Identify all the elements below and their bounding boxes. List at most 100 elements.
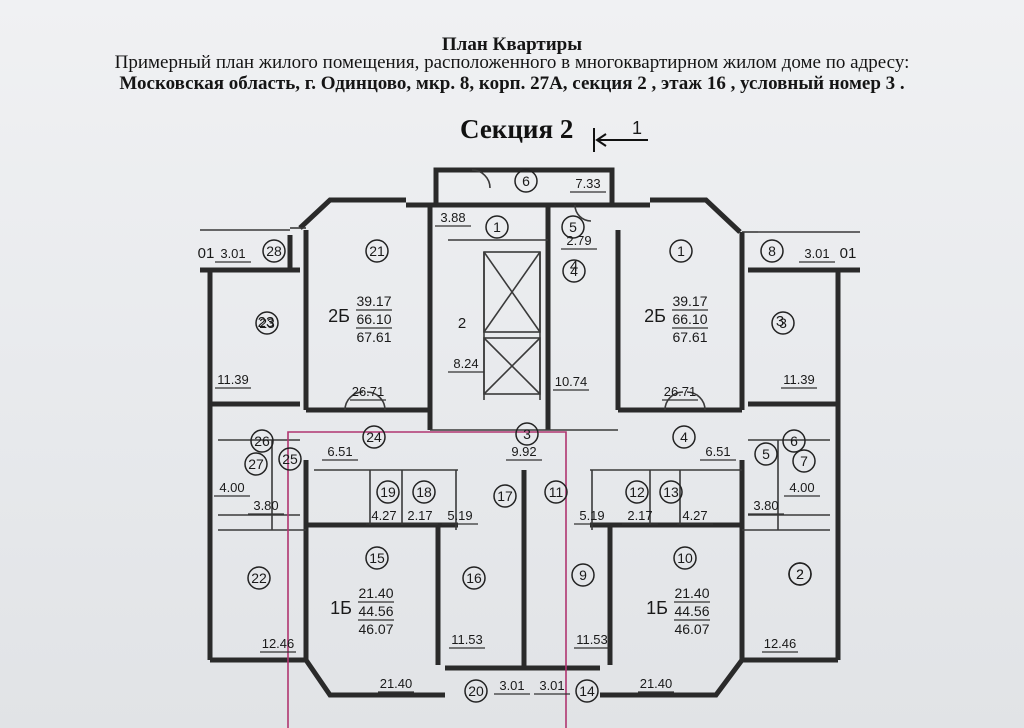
room-number: 19 — [380, 484, 396, 500]
area-label: 21.40 — [640, 676, 673, 691]
area-label: 3.88 — [440, 210, 465, 225]
document-title: План Квартиры — [441, 34, 583, 55]
room-number: 6 — [790, 433, 798, 449]
area-label: 6.51 — [705, 444, 730, 459]
area-label: 5.19 — [579, 508, 604, 523]
room-number-circle: 8 — [760, 239, 784, 263]
area-label: 11.39 — [217, 372, 249, 387]
section-label: Секция 2 — [460, 114, 574, 144]
apartment-type: 1Б — [646, 598, 668, 618]
room-number: 25 — [282, 451, 298, 467]
room-number-circle: 20 — [464, 679, 488, 703]
room-number: 14 — [579, 683, 595, 699]
room-number: 7 — [800, 453, 808, 469]
room-number: 9 — [579, 567, 587, 583]
wall-lines — [200, 167, 860, 698]
room-number: 6 — [522, 173, 530, 189]
room-number-circle: 6 — [514, 169, 538, 193]
room-number: 24 — [366, 429, 382, 445]
room-number-circle: 5 — [754, 442, 778, 466]
area-label: 2.17 — [407, 508, 432, 523]
room-number: 16 — [466, 570, 482, 586]
area-label: 6.51 — [327, 444, 352, 459]
apartment-area: 44.56 — [358, 603, 393, 619]
room-number-circle: 13 — [659, 480, 683, 504]
apartment-type: 1Б — [330, 598, 352, 618]
room-number-circle: 22 — [247, 566, 271, 590]
room-number-circle: 24 — [362, 425, 386, 449]
area-label: 5.19 — [447, 508, 472, 523]
room-number-circle: 15 — [365, 546, 389, 570]
room-number-circle: 27 — [244, 452, 268, 476]
area-label: 3.01 — [804, 246, 829, 261]
room-number: 5 — [569, 219, 577, 235]
selected-apartment-outline — [287, 431, 567, 728]
room-number: 22 — [251, 570, 267, 586]
section-arrow-icon — [593, 128, 648, 152]
room-number-circle: 18 — [412, 480, 436, 504]
area-label: 7.33 — [575, 176, 600, 191]
room-number-circle: 10 — [673, 546, 697, 570]
room-number-circle: 1 — [669, 239, 693, 263]
room-number-circle: 28 — [262, 239, 286, 263]
area-label: 4.27 — [682, 508, 707, 523]
apartment-area: 67.61 — [672, 329, 707, 345]
partition-lines — [200, 169, 860, 531]
area-label: 3.01 — [539, 678, 564, 693]
area-label: 11.39 — [783, 372, 815, 387]
room-number-circle: 6 — [782, 429, 806, 453]
room-number-circle: 23 — [255, 311, 279, 335]
room-number-circle: 2 — [788, 562, 812, 586]
area-label: 8.24 — [453, 356, 478, 371]
area-label: 12.46 — [262, 636, 295, 651]
area-label: 21.40 — [380, 676, 413, 691]
apartment-area: 21.40 — [358, 585, 393, 601]
section-arrow-label: 1 — [632, 118, 642, 138]
apartment-type: 2Б — [328, 306, 350, 326]
apartment-area: 39.17 — [672, 293, 707, 309]
room-number: 15 — [369, 550, 385, 566]
room-number: 28 — [266, 243, 282, 259]
room-number: 11 — [549, 484, 564, 500]
room-number: 8 — [768, 243, 776, 259]
area-label: 26.71 — [664, 384, 697, 399]
area-label: 9.92 — [511, 444, 536, 459]
room-number: 1 — [493, 219, 501, 235]
room-number: 18 — [416, 484, 432, 500]
room-number: 27 — [248, 456, 264, 472]
room-number: 20 — [468, 683, 484, 699]
room-number: 23 — [259, 315, 275, 331]
room-number: 4 — [570, 263, 578, 279]
room-number-circle: 21 — [365, 239, 389, 263]
room-number-circle: 1 — [485, 215, 509, 239]
room-number: 17 — [497, 488, 513, 504]
apartment-area: 39.17 — [356, 293, 391, 309]
area-label: 26.71 — [352, 384, 385, 399]
apartment-info-blocks: 2Б39.1766.1067.612Б39.1766.1067.611Б21.4… — [328, 293, 710, 637]
plain-room-number: 2 — [458, 315, 466, 332]
room-number-circle: 16 — [462, 566, 486, 590]
room-number: 12 — [629, 484, 645, 500]
room-number: 10 — [677, 550, 693, 566]
room-number: 26 — [254, 433, 270, 449]
plain-room-number: 23 — [258, 314, 275, 331]
room-number: 1 — [677, 243, 685, 259]
room-number-circle: 14 — [575, 679, 599, 703]
document-address: Московская область, г. Одинцово, мкр. 8,… — [119, 73, 905, 94]
plain-room-number: 01 — [198, 245, 215, 262]
area-label: 2.79 — [566, 233, 591, 248]
room-number-circle: 25 — [278, 447, 302, 471]
area-label: 4.00 — [219, 480, 244, 495]
room-number: 2 — [796, 566, 804, 582]
apartment-area: 46.07 — [358, 621, 393, 637]
room-number-circle: 12 — [625, 480, 649, 504]
room-number: 21 — [369, 243, 385, 259]
area-label: 3.80 — [253, 498, 278, 513]
